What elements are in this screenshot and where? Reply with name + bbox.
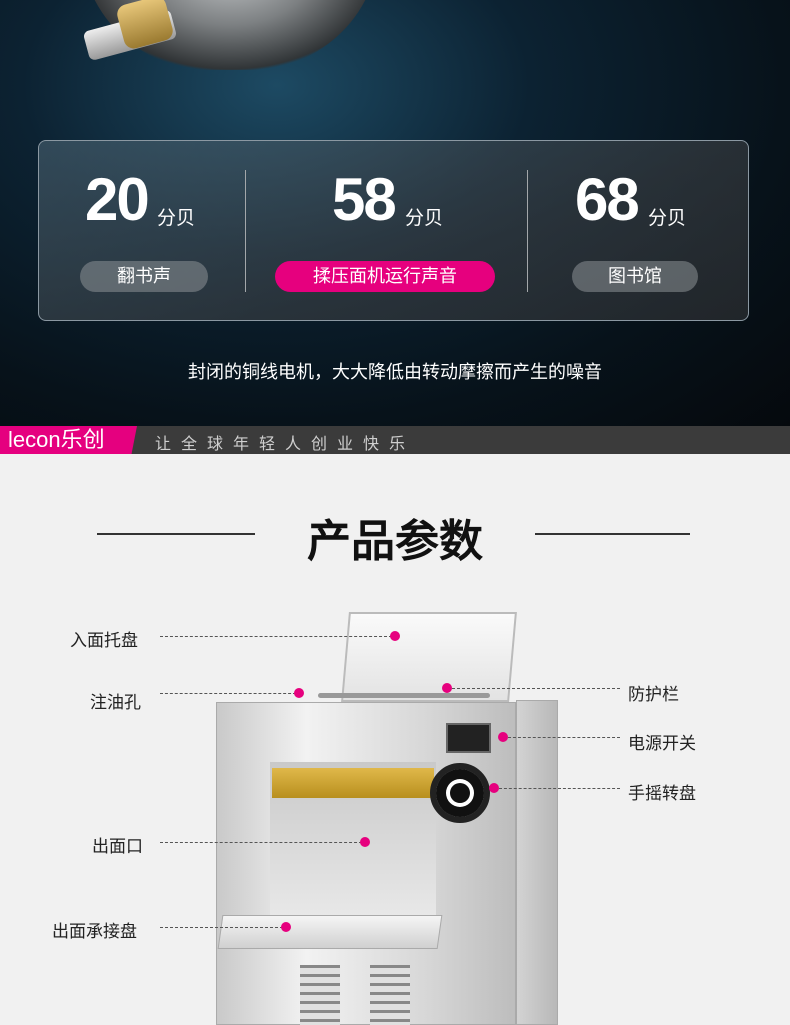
noise-value: 20 xyxy=(85,166,150,233)
part-label-oil-hole: 注油孔 xyxy=(90,693,141,713)
callout-line xyxy=(160,636,392,637)
part-label-hand-wheel: 手摇转盘 xyxy=(628,784,696,804)
callout-line xyxy=(499,788,620,789)
vent xyxy=(370,965,410,1025)
divider xyxy=(245,170,246,292)
part-label-power-switch: 电源开关 xyxy=(628,734,696,754)
machine-side xyxy=(516,700,558,1025)
guard-bar xyxy=(318,693,490,698)
callout-line xyxy=(160,842,362,843)
noise-unit: 分贝 xyxy=(648,207,687,229)
callout-line xyxy=(452,688,620,689)
callout-dot xyxy=(498,732,508,742)
callout-dot xyxy=(489,783,499,793)
part-label-catch-tray: 出面承接盘 xyxy=(52,922,137,942)
catch-tray xyxy=(217,915,443,949)
noise-label-highlight: 揉压面机运行声音 xyxy=(275,261,495,292)
feature-subtitle: 封闭的铜线电机，大大降低由转动摩擦而产生的噪音 xyxy=(188,362,602,383)
callout-dot xyxy=(360,837,370,847)
callout-line xyxy=(508,737,620,738)
section-title: 产品参数 xyxy=(307,516,483,567)
part-label-tray-in: 入面托盘 xyxy=(70,631,138,651)
control-panel xyxy=(446,723,491,753)
callout-dot xyxy=(442,683,452,693)
divider xyxy=(527,170,528,292)
callout-dot xyxy=(390,631,400,641)
title-line-left xyxy=(97,533,255,535)
callout-dot xyxy=(294,688,304,698)
brand-band: lecon乐创 让全球年轻人创业快乐 xyxy=(0,426,790,454)
hand-wheel xyxy=(430,763,490,823)
noise-label: 图书馆 xyxy=(572,261,698,292)
noise-label: 翻书声 xyxy=(80,261,208,292)
callout-line xyxy=(160,927,283,928)
brand-slogan: 让全球年轻人创业快乐 xyxy=(155,434,416,453)
noise-unit: 分贝 xyxy=(157,207,196,229)
callout-line xyxy=(160,693,296,694)
vent xyxy=(300,965,340,1025)
noise-unit: 分贝 xyxy=(405,207,444,229)
noise-value: 58 xyxy=(332,166,397,233)
part-label-guard: 防护栏 xyxy=(628,685,679,705)
noise-value: 68 xyxy=(575,166,640,233)
callout-dot xyxy=(281,922,291,932)
brand-logo: lecon乐创 xyxy=(0,426,137,454)
roller xyxy=(272,768,434,798)
title-line-right xyxy=(535,533,690,535)
part-label-outlet: 出面口 xyxy=(92,837,143,857)
